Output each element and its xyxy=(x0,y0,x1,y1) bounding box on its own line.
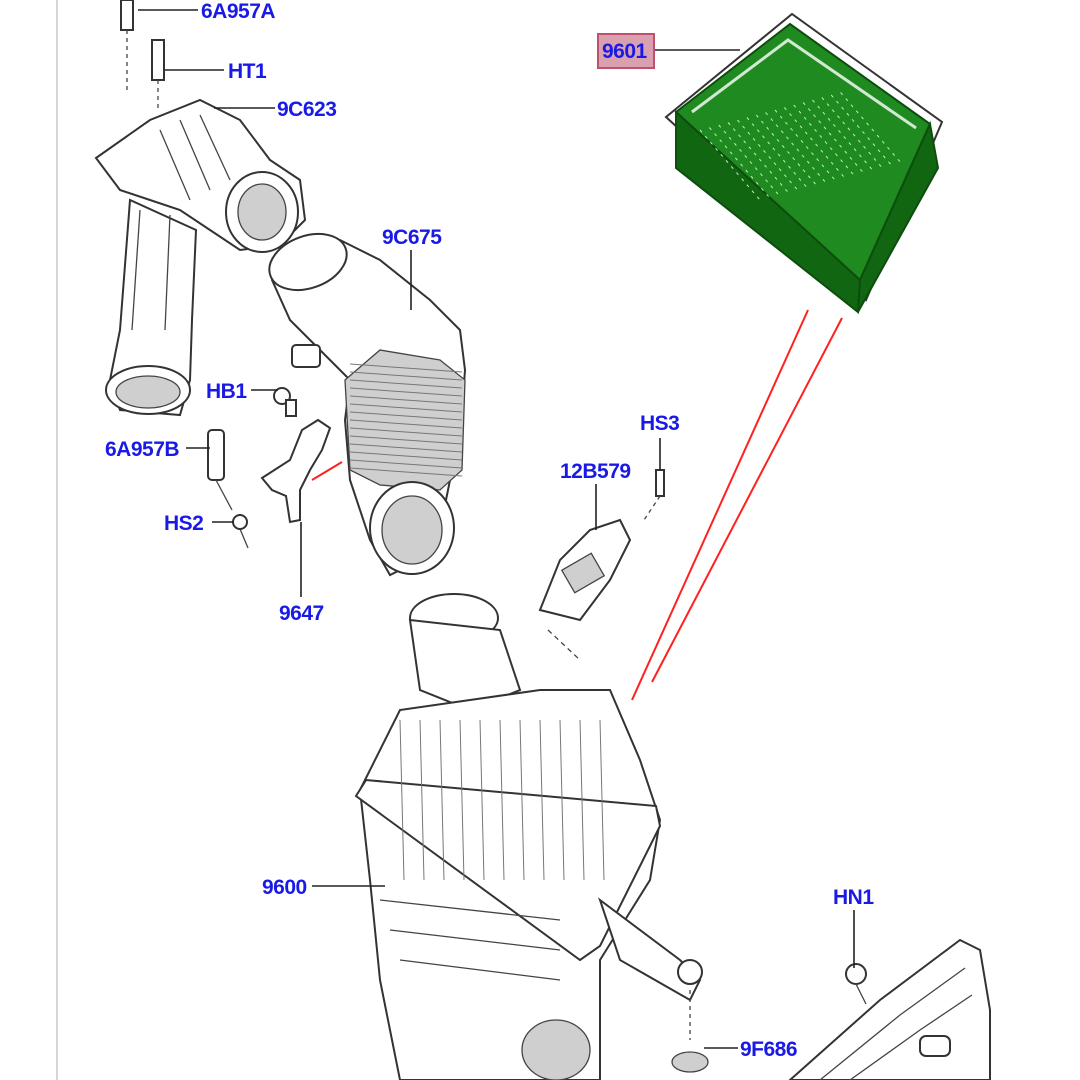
bellows-rib xyxy=(349,363,463,373)
bellows-rib xyxy=(349,395,463,405)
part-ht1-bolt[interactable] xyxy=(151,39,165,110)
bellows-rib xyxy=(349,467,463,477)
part-hb1-bolt[interactable] xyxy=(273,387,297,417)
page-left-border xyxy=(56,0,58,1080)
bellows-rib xyxy=(349,459,463,469)
callout-12b579[interactable]: 12B579 xyxy=(560,460,631,483)
part-9f686-grommet[interactable] xyxy=(671,990,709,1073)
callout-ht1[interactable]: HT1 xyxy=(228,60,267,83)
bellows-rib xyxy=(349,451,463,461)
callout-9647[interactable]: 9647 xyxy=(279,602,324,625)
bellows-rib xyxy=(349,419,463,429)
air-box-rib xyxy=(399,719,405,881)
air-filter-element[interactable] xyxy=(664,12,944,314)
air-box-rib xyxy=(559,719,565,881)
callout-9c675[interactable]: 9C675 xyxy=(382,226,443,249)
bellows-rib xyxy=(349,443,463,453)
callout-9601[interactable]: 9601 xyxy=(602,40,648,63)
assembly-line-right xyxy=(651,317,843,683)
bellows-rib xyxy=(349,411,463,421)
bellows-rib xyxy=(349,435,463,445)
air-box-rib xyxy=(519,719,525,881)
part-9c623-intake-duct[interactable] xyxy=(94,98,307,417)
bellows-rib xyxy=(349,371,463,381)
callout-6a957a[interactable]: 6A957A xyxy=(201,0,276,23)
part-9647-bracket[interactable] xyxy=(260,418,332,524)
callout-9c623[interactable]: 9C623 xyxy=(277,98,337,121)
part-lower-right-tray[interactable] xyxy=(788,938,991,1080)
callout-hs2[interactable]: HS2 xyxy=(164,512,204,535)
bellows-rib xyxy=(349,427,463,437)
callout-9600[interactable]: 9600 xyxy=(262,876,307,899)
callout-hb1[interactable]: HB1 xyxy=(206,380,248,403)
bellows-rib xyxy=(349,403,463,413)
air-box-rib xyxy=(439,719,445,881)
assembly-line-small xyxy=(311,461,343,481)
air-box-rib xyxy=(499,719,505,881)
highlight-box-9601 xyxy=(597,33,655,69)
callout-hs3[interactable]: HS3 xyxy=(640,412,680,435)
bellows-rib xyxy=(349,379,463,389)
part-6a957b-sensor[interactable] xyxy=(207,429,233,511)
air-box-rib xyxy=(599,719,605,881)
air-box-rib xyxy=(479,719,485,881)
bellows-rib xyxy=(349,387,463,397)
part-12b579-maf-sensor[interactable] xyxy=(538,518,632,661)
part-hs2-screw[interactable] xyxy=(232,514,249,549)
filter-side-right xyxy=(857,120,940,313)
air-box-rib xyxy=(459,719,465,881)
part-6a957a-sensor[interactable] xyxy=(120,0,134,90)
leader-lines xyxy=(138,9,855,1049)
assembly-line-left xyxy=(631,309,809,701)
part-hn1-nut[interactable] xyxy=(845,963,867,1005)
part-9600-air-box[interactable] xyxy=(354,593,703,1080)
air-box-rib xyxy=(539,719,545,881)
part-hs3-screw[interactable] xyxy=(643,469,665,521)
part-9c675-air-hose[interactable] xyxy=(262,224,467,577)
callout-6a957b[interactable]: 6A957B xyxy=(105,438,180,461)
callout-9f686[interactable]: 9F686 xyxy=(740,1038,798,1061)
callout-hn1[interactable]: HN1 xyxy=(833,886,875,909)
air-box-rib xyxy=(419,719,425,881)
air-box-rib xyxy=(579,719,585,881)
